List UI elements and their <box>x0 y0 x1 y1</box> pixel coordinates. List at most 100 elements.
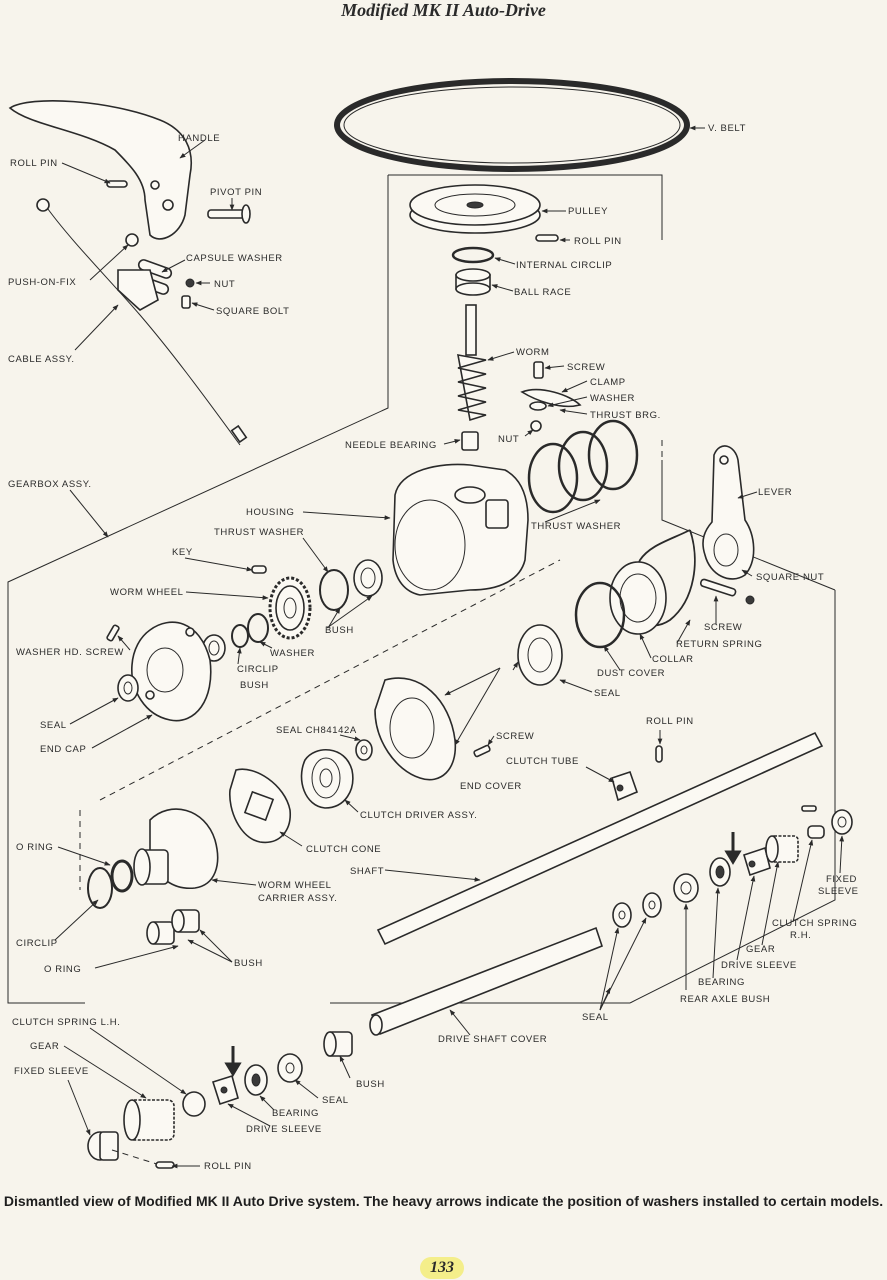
roll-pin-bottom-part <box>155 1161 175 1169</box>
circlip-left-part <box>87 867 113 909</box>
label-bush-mid: BUSH <box>325 625 354 636</box>
needle-bearing-part <box>461 431 479 451</box>
label-clutch-spring-rh-1: CLUTCH SPRING <box>772 918 857 929</box>
label-drive-sleeve-right: DRIVE SLEEVE <box>721 960 797 971</box>
v-belt-part <box>334 78 690 172</box>
worm-part <box>457 304 487 422</box>
roll-pin-right-part <box>655 745 663 763</box>
label-fixed-sleeve-r-1: FIXED <box>826 874 857 885</box>
fixed-sleeve-dashline <box>111 1149 161 1166</box>
fixed-sleeve-left-part <box>87 1131 119 1161</box>
drive-sleeve-right-part <box>743 846 771 877</box>
label-gear-left: GEAR <box>30 1041 59 1052</box>
handle-hole <box>150 180 160 190</box>
label-square-nut: SQUARE NUT <box>756 572 824 583</box>
label-seal-bottom: SEAL <box>582 1012 609 1023</box>
label-gearbox-assy: GEARBOX ASSY. <box>8 479 92 490</box>
washer-arrow-left <box>224 1046 242 1077</box>
seal-small-part <box>277 1053 303 1083</box>
page-title: Modified MK II Auto-Drive <box>341 0 546 20</box>
label-internal-circlip: INTERNAL CIRCLIP <box>516 260 612 271</box>
label-thrust-washer-right: THRUST WASHER <box>531 521 621 532</box>
label-fixed-sleeve-left: FIXED SLEEVE <box>14 1066 89 1077</box>
collar-part <box>609 561 667 635</box>
label-thrust-washer-left: THRUST WASHER <box>214 527 304 538</box>
label-washer-mid: WASHER <box>270 648 315 659</box>
label-square-bolt: SQUARE BOLT <box>216 306 289 317</box>
label-push-on-fix: PUSH-ON-FIX <box>8 277 76 288</box>
washer-mid-part <box>247 613 269 643</box>
pivot-pin-part <box>207 204 251 224</box>
label-worm-wheel-carrier-2: CARRIER ASSY. <box>258 893 337 904</box>
page-number: 133 <box>420 1257 464 1279</box>
leader-lines <box>54 125 845 1169</box>
label-fixed-sleeve-r-2: SLEEVE <box>818 886 859 897</box>
roll-pin-part <box>106 180 128 188</box>
bush-left-part <box>146 909 200 945</box>
roll-pin-pulley-part <box>535 234 559 242</box>
v-belt-inner <box>343 86 681 164</box>
label-roll-pin-right: ROLL PIN <box>646 716 694 727</box>
washer-arrow-right <box>724 832 742 865</box>
seal-bottom-right-parts <box>612 892 662 928</box>
clutch-spring-rh-part <box>807 825 825 839</box>
label-drive-shaft-cover: DRIVE SHAFT COVER <box>438 1034 547 1045</box>
label-clamp: CLAMP <box>590 377 626 388</box>
figure-caption: Dismantled view of Modified MK II Auto D… <box>3 1193 884 1209</box>
label-screw-worm: SCREW <box>567 362 605 373</box>
housing-part <box>392 463 529 596</box>
cable-end-loop <box>36 198 50 212</box>
label-housing: HOUSING <box>246 507 295 518</box>
push-on-fix-part <box>125 233 139 247</box>
label-bearing-left: BEARING <box>272 1108 319 1119</box>
label-worm-wheel-carrier-1: WORM WHEEL <box>258 880 332 891</box>
key-part <box>251 565 267 574</box>
screw-end-cover-part <box>473 744 491 758</box>
label-pivot-pin: PIVOT PIN <box>210 187 262 198</box>
label-o-ring-bottom: O RING <box>44 964 81 975</box>
label-dust-cover: DUST COVER <box>597 668 665 679</box>
label-roll-pin-pulley: ROLL PIN <box>574 236 622 247</box>
end-cap-part <box>131 621 212 722</box>
o-ring-top-part <box>110 859 134 893</box>
label-seal-left: SEAL <box>40 720 67 731</box>
label-clutch-spring-rh-2: R.H. <box>790 930 811 941</box>
label-collar: COLLAR <box>652 654 694 665</box>
label-bearing-right: BEARING <box>698 977 745 988</box>
label-drive-sleeve-left: DRIVE SLEEVE <box>246 1124 322 1135</box>
bush-mid-part <box>353 559 383 597</box>
seal-right-part <box>517 624 563 686</box>
label-washer-clamp: WASHER <box>590 393 635 404</box>
gear-right-part <box>765 835 799 863</box>
label-end-cover: END COVER <box>460 781 522 792</box>
internal-circlip-part <box>451 246 495 264</box>
worm-wheel-carrier-assy-part <box>133 808 219 889</box>
drive-shaft-cover-part <box>370 926 603 1036</box>
label-washer-hd-screw: WASHER HD. SCREW <box>16 647 124 658</box>
label-bush-lower: BUSH <box>240 680 269 691</box>
drive-shaft-cover-end <box>369 1014 383 1036</box>
label-seal-ch: SEAL CH84142A <box>276 725 357 736</box>
rear-axle-bush-part <box>673 873 699 903</box>
label-worm-wheel: WORM WHEEL <box>110 587 184 598</box>
clutch-driver-assy-part <box>300 748 354 809</box>
roll-pin-far-right <box>801 805 817 812</box>
inner-divider <box>79 559 561 890</box>
label-bush-left: BUSH <box>234 958 263 969</box>
label-key: KEY <box>172 547 193 558</box>
nut-part-top <box>185 278 195 288</box>
circlip-mid-part <box>231 624 249 648</box>
label-clutch-cone: CLUTCH CONE <box>306 844 381 855</box>
label-roll-pin-bottom: ROLL PIN <box>204 1161 252 1172</box>
seal-left-part <box>117 674 139 702</box>
label-circlip-left: CIRCLIP <box>16 938 58 949</box>
square-nut-part <box>745 595 755 605</box>
washer-hd-screw-part <box>106 624 120 642</box>
bearing-left-part <box>244 1064 268 1096</box>
label-end-cap: END CAP <box>40 744 86 755</box>
label-v-belt: V. BELT <box>708 123 746 134</box>
label-nut-top: NUT <box>214 279 235 290</box>
label-seal-right: SEAL <box>594 688 621 699</box>
bush-bottom-part <box>323 1031 353 1057</box>
